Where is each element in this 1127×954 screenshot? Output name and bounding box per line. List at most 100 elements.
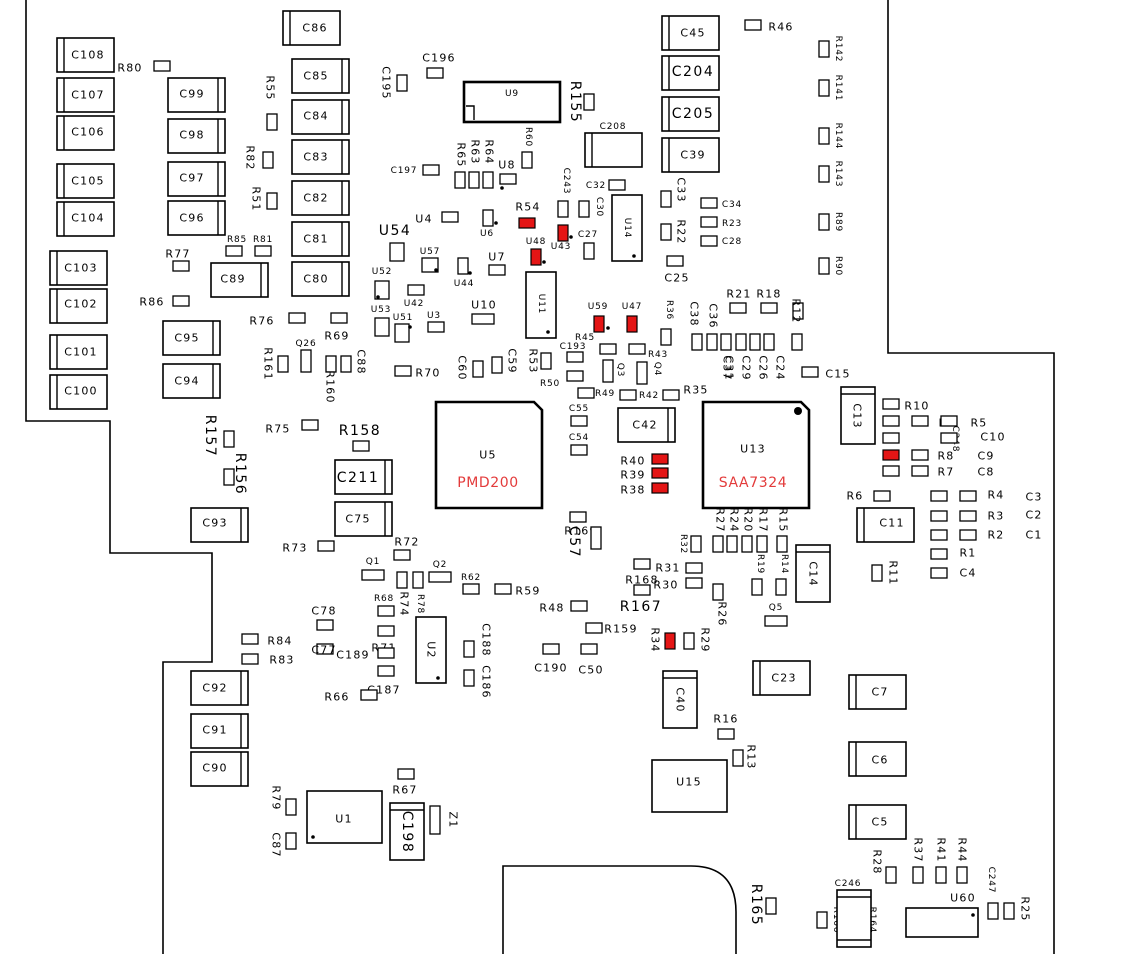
component-body bbox=[557, 224, 569, 242]
component-body bbox=[521, 151, 533, 169]
component-body bbox=[223, 430, 235, 448]
part-u52: U52 bbox=[372, 267, 391, 300]
ref-label-q3: Q3 bbox=[615, 363, 625, 377]
capacitor-c80: C80 bbox=[291, 261, 350, 297]
ref-label-q26: Q26 bbox=[296, 339, 317, 349]
component-body bbox=[585, 622, 603, 634]
component-body bbox=[49, 288, 108, 324]
ref-label-u48: U48 bbox=[526, 237, 546, 247]
part-r157: R157 bbox=[202, 415, 235, 457]
ref-label-r26: R26 bbox=[716, 601, 729, 626]
ref-label-c27: C27 bbox=[578, 230, 598, 240]
ref-label-c101: C101 bbox=[64, 346, 97, 359]
ref-label-r70: R70 bbox=[415, 367, 440, 380]
part-r142: R142 bbox=[818, 36, 843, 62]
ref-label-c38: C38 bbox=[688, 301, 701, 326]
ref-label-r45: R45 bbox=[575, 333, 595, 343]
component-body bbox=[525, 271, 557, 339]
ref-label-c91: C91 bbox=[202, 724, 227, 737]
component-body bbox=[394, 323, 410, 343]
ref-label-c86: C86 bbox=[302, 22, 327, 35]
ref-label-r66: R66 bbox=[324, 691, 349, 704]
ref-label-r89: R89 bbox=[833, 212, 843, 232]
ref-label-c84: C84 bbox=[303, 110, 328, 123]
ref-label-r24: R24 bbox=[728, 507, 741, 532]
part-r161: R161 bbox=[262, 347, 289, 381]
ref-label-r168: R168 bbox=[625, 574, 658, 587]
part-r25: R25 bbox=[1003, 896, 1032, 922]
component-body bbox=[744, 19, 762, 31]
ref-label-u11: U11 bbox=[536, 294, 546, 314]
capacitor-c6: C6 bbox=[848, 741, 907, 777]
part-c38: C38 bbox=[688, 301, 703, 351]
component-body bbox=[472, 360, 484, 378]
ref-label-r16: R16 bbox=[713, 713, 738, 726]
ref-label-r14: R14 bbox=[779, 554, 789, 574]
component-body bbox=[566, 351, 584, 363]
component-body bbox=[317, 540, 335, 552]
ref-label-c5: C5 bbox=[871, 816, 888, 829]
part-u44: U44 bbox=[454, 257, 473, 289]
pin1-dot bbox=[542, 260, 546, 264]
capacitor-c211: C211 bbox=[334, 459, 393, 495]
ref-label-r159: R159 bbox=[604, 623, 637, 636]
component-body bbox=[482, 209, 494, 227]
ref-label-r43: R43 bbox=[648, 350, 668, 360]
part-r167: R167 bbox=[620, 584, 662, 615]
ic-u11: U11 bbox=[525, 271, 557, 339]
component-body bbox=[407, 284, 425, 296]
part-u3: U3 bbox=[427, 311, 445, 333]
ref-label-c87: C87 bbox=[270, 832, 283, 857]
ref-label-u14: U14 bbox=[622, 218, 632, 238]
component-body bbox=[792, 302, 804, 320]
part-r72: R72 bbox=[393, 536, 418, 561]
ref-label-c11: C11 bbox=[879, 517, 904, 530]
ref-label-c55: C55 bbox=[569, 404, 589, 414]
part-c37: C37 bbox=[720, 333, 734, 381]
component-body bbox=[626, 315, 638, 333]
component-body bbox=[848, 804, 907, 840]
ref-label-r32: R32 bbox=[678, 534, 688, 554]
part-r79: R79 bbox=[270, 785, 297, 816]
component-body bbox=[848, 674, 907, 710]
ref-label-c89: C89 bbox=[220, 273, 245, 286]
component-body bbox=[732, 749, 744, 767]
ref-label-c3: C3 bbox=[1025, 491, 1042, 504]
part-r12: R12 bbox=[790, 298, 804, 324]
ref-label-u51: U51 bbox=[393, 313, 413, 323]
part-r77: R77 bbox=[165, 248, 190, 272]
board-outline-left bbox=[25, 0, 213, 954]
part-c24: C24 bbox=[774, 333, 803, 381]
ref-label-r37: R37 bbox=[912, 837, 925, 862]
ref-label-r48: R48 bbox=[539, 602, 564, 615]
component-body bbox=[352, 440, 370, 452]
component-body bbox=[795, 544, 831, 603]
part-r158: R158 bbox=[339, 423, 380, 452]
part-u51: U51 bbox=[393, 313, 413, 343]
component-body bbox=[818, 40, 830, 58]
pin1-dot bbox=[606, 326, 610, 330]
ref-label-r54: R54 bbox=[515, 201, 540, 214]
component-body bbox=[266, 192, 278, 210]
pin1-dot bbox=[794, 407, 802, 415]
component-body bbox=[569, 511, 587, 523]
component-body bbox=[162, 320, 221, 356]
ref-label-c243: C243 bbox=[561, 168, 571, 195]
ref-label-c26: C26 bbox=[757, 355, 770, 380]
component-body bbox=[49, 374, 108, 410]
component-body bbox=[457, 257, 469, 275]
ref-label-r167: R167 bbox=[620, 599, 662, 615]
part-u43: U43 bbox=[551, 224, 573, 252]
pin1-dot bbox=[971, 913, 975, 917]
part-r70: R70 bbox=[394, 365, 440, 380]
capacitor-c97: C97 bbox=[167, 161, 226, 197]
part-r10: R10 bbox=[882, 398, 928, 413]
component-body bbox=[633, 558, 651, 570]
part-c243: C243 bbox=[557, 168, 571, 218]
part-r24: R24 bbox=[726, 507, 741, 553]
ref-label-u10: U10 bbox=[471, 299, 497, 312]
ref-label-c205: C205 bbox=[672, 106, 715, 122]
capacitor-c98: C98 bbox=[167, 118, 226, 154]
part-r51: R51 bbox=[250, 186, 278, 212]
ref-label-r53: R53 bbox=[527, 348, 540, 373]
